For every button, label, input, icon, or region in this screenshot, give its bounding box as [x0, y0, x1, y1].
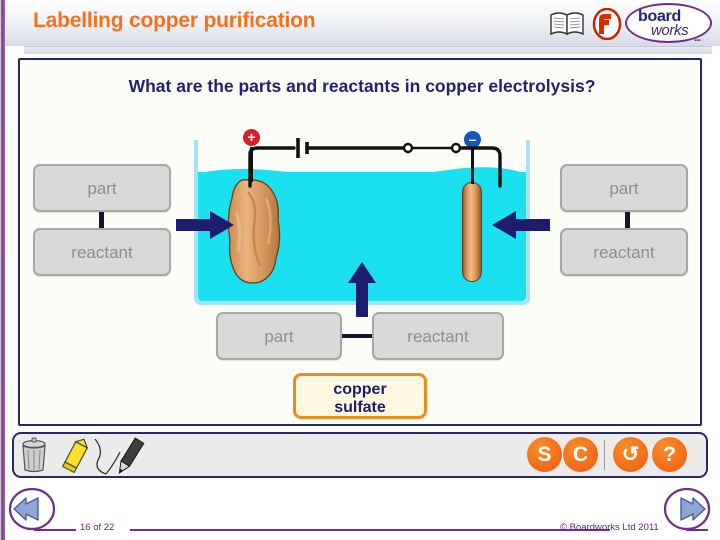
footer-rule-center	[130, 529, 610, 531]
answer-line-1: copper	[333, 381, 387, 398]
impure-copper-anode-icon	[227, 179, 281, 284]
previous-slide-button[interactable]	[8, 487, 56, 531]
boardworks-logo: board works ...	[625, 3, 714, 45]
left-edge-bar	[0, 0, 5, 540]
bottom-label-connector	[340, 334, 374, 338]
footer-rule-left	[34, 529, 76, 531]
help-button-label: ?	[663, 443, 676, 466]
header-divider	[24, 46, 712, 54]
pen-icon[interactable]	[94, 436, 150, 478]
label-text: part	[264, 326, 294, 346]
next-slide-button[interactable]	[663, 487, 711, 531]
help-button[interactable]: ?	[652, 437, 687, 472]
cathode-stem	[471, 142, 474, 184]
logo-dots: ...	[694, 32, 701, 44]
logo-board-text: board	[638, 8, 681, 25]
sound-button[interactable]: S	[527, 437, 562, 472]
answer-box-copper-sulfate[interactable]: copper sulfate	[293, 373, 427, 419]
logo-oval	[625, 3, 712, 43]
label-text: reactant	[407, 326, 469, 346]
arrow-to-solution	[348, 262, 376, 317]
book-icon[interactable]	[549, 10, 587, 38]
page-title: Labelling copper purification	[33, 9, 316, 32]
question-text: What are the parts and reactants in copp…	[128, 76, 596, 96]
highlighter-icon[interactable]	[56, 436, 94, 476]
label-box-right-reactant[interactable]: reactant	[560, 228, 688, 276]
circuit-diagram	[248, 138, 502, 188]
sound-button-label: S	[537, 443, 552, 466]
logo-works-text: works	[651, 22, 689, 39]
positive-terminal-icon: +	[242, 128, 261, 147]
flash-icon[interactable]	[592, 8, 622, 40]
slide-content-panel: What are the parts and reactants in copp…	[18, 58, 702, 426]
arrow-to-cathode	[492, 211, 550, 239]
bin-icon[interactable]	[18, 437, 50, 473]
contents-button[interactable]: C	[563, 437, 598, 472]
contents-button-label: C	[572, 443, 589, 466]
label-box-left-reactant[interactable]: reactant	[33, 228, 171, 276]
copyright-notice: © Boardworks Ltd 2011	[560, 522, 659, 533]
toolbar-separator	[604, 440, 605, 470]
reset-button[interactable]: ↺	[613, 437, 648, 472]
footer-rule-right	[686, 529, 708, 531]
reset-button-label: ↺	[621, 443, 640, 466]
label-text: reactant	[593, 242, 655, 262]
pure-copper-cathode-icon	[462, 182, 482, 282]
label-text: part	[87, 178, 117, 198]
negative-terminal-label: –	[468, 131, 477, 147]
label-text: reactant	[71, 242, 133, 262]
label-box-bottom-reactant[interactable]: reactant	[372, 312, 504, 360]
left-label-connector	[99, 210, 104, 230]
label-box-bottom-part[interactable]: part	[216, 312, 342, 360]
label-text: part	[609, 178, 639, 198]
label-box-left-part[interactable]: part	[33, 164, 171, 212]
label-box-right-part[interactable]: part	[560, 164, 688, 212]
answer-line-2: sulfate	[334, 399, 386, 417]
positive-terminal-label: +	[247, 129, 256, 145]
right-label-connector	[625, 210, 630, 230]
arrow-to-anode	[176, 211, 234, 239]
page-number: 16 of 22	[80, 522, 115, 533]
